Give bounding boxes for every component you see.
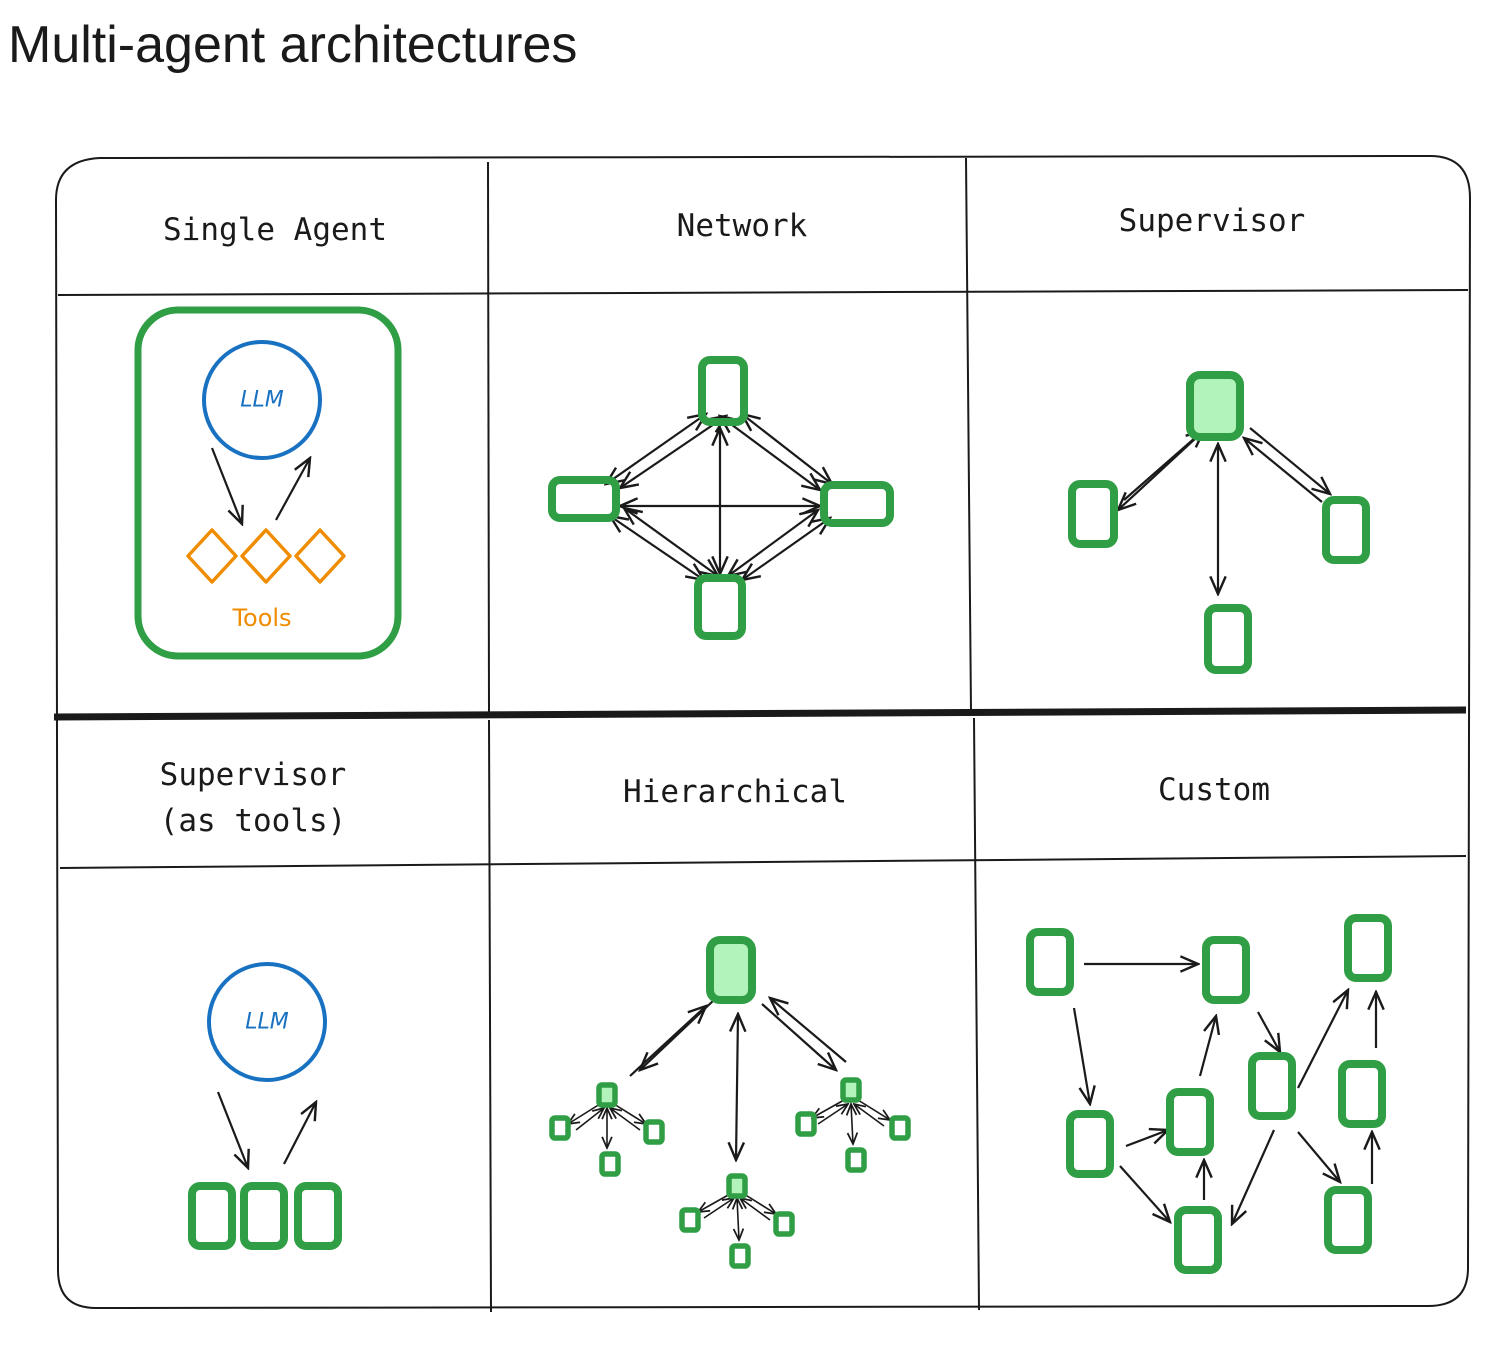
panel-supervisor-tools: LLM (188, 962, 342, 1250)
arrow-llm-to-tools (210, 447, 242, 524)
llm-icon (202, 340, 322, 460)
panel-hierarchical (549, 936, 911, 1269)
agent-node (1066, 1110, 1114, 1178)
header-custom: Custom (1158, 772, 1270, 808)
header-supervisor-tools-line1: Supervisor (160, 757, 347, 793)
arrow-llm-to-agents (216, 1091, 248, 1168)
agent-boundary (134, 306, 402, 660)
agent-node (773, 1211, 795, 1237)
panel-custom (1026, 914, 1392, 1274)
arrow-tools-to-llm (275, 458, 310, 521)
arrow-agents-to-llm (283, 1102, 316, 1165)
agent-node (1322, 496, 1370, 564)
agent-node (294, 1182, 342, 1250)
agent-node (599, 1151, 621, 1177)
supervisor-node (706, 936, 756, 1004)
agent-node (548, 476, 620, 522)
header-supervisor-tools-line2: (as tools) (160, 803, 347, 839)
llm-label: LLM (240, 388, 284, 413)
agent-node (820, 481, 894, 527)
supervisor-node (840, 1077, 862, 1103)
agent-node (889, 1115, 911, 1141)
agent-node (549, 1115, 571, 1141)
supervisor-node (596, 1082, 618, 1108)
page-title: Multi-agent architectures (8, 16, 578, 74)
agent-node (694, 574, 746, 640)
agent-node (729, 1243, 751, 1269)
tools-label: Tools (231, 604, 291, 632)
agent-node (1166, 1088, 1214, 1156)
header-hierarchical: Hierarchical (623, 774, 847, 810)
agent-node (1068, 480, 1118, 548)
panel-supervisor (1068, 371, 1370, 674)
agent-node (1344, 914, 1392, 982)
panel-single-agent: LLM Tools (134, 306, 402, 660)
agent-node (698, 356, 748, 426)
tool-icon (294, 528, 346, 584)
agent-node (188, 1182, 236, 1250)
agent-node (1324, 1186, 1372, 1254)
header-single-agent: Single Agent (163, 212, 387, 248)
supervisor-node (726, 1173, 748, 1199)
agent-node (643, 1119, 665, 1145)
agent-node (1026, 928, 1074, 996)
agent-node (1174, 1206, 1222, 1274)
header-network: Network (677, 208, 808, 244)
grid-frame (53, 154, 1472, 1313)
agent-node (1202, 936, 1250, 1004)
tool-icon (186, 528, 238, 584)
agent-node (795, 1111, 817, 1137)
llm-icon (207, 962, 327, 1082)
header-supervisor: Supervisor (1119, 203, 1306, 239)
panel-network (548, 356, 894, 640)
llm-label: LLM (245, 1010, 289, 1035)
tool-icon (240, 528, 292, 584)
agent-node (1248, 1052, 1296, 1120)
agent-node (679, 1207, 701, 1233)
supervisor-node (1186, 371, 1244, 441)
agent-node (240, 1182, 288, 1250)
agent-node (1204, 604, 1252, 674)
agent-node (845, 1147, 867, 1173)
agent-node (1338, 1060, 1386, 1128)
